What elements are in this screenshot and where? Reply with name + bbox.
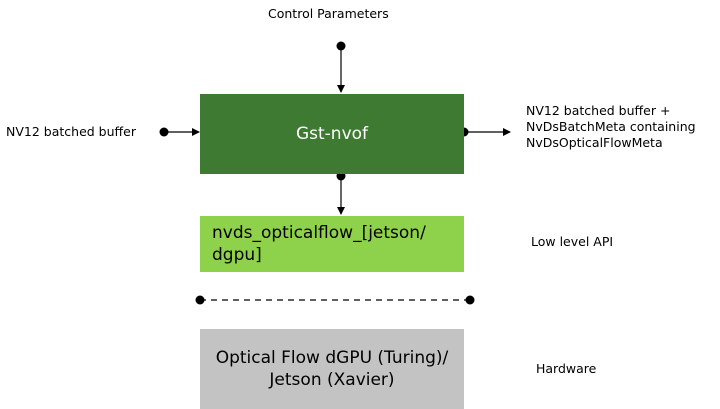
input-label: NV12 batched buffer <box>6 124 136 139</box>
low-level-api-label: Low level API <box>531 234 614 249</box>
hardware-label-line: Optical Flow dGPU (Turing)/ <box>215 348 449 368</box>
output-label-line: NV12 batched buffer + <box>526 103 671 118</box>
gst-nvof-plugin-block: Gst-nvof <box>200 94 464 174</box>
hardware-block: Optical Flow dGPU (Turing)/ Jetson (Xavi… <box>200 329 464 409</box>
nvds-opticalflow-library-block: nvds_opticalflow_[jetson/ dgpu] <box>200 216 464 272</box>
separator-left-dot <box>195 295 205 305</box>
library-label-line: nvds_opticalflow_[jetson/ <box>212 223 426 243</box>
control-parameters-label: Control Parameters <box>268 6 389 21</box>
output-label-line: NvDsBatchMeta containing <box>526 119 696 134</box>
output-label-line: NvDsOpticalFlowMeta <box>526 135 663 150</box>
control-connector-dot <box>336 41 346 51</box>
separator-right-dot <box>465 295 475 305</box>
library-label-line: dgpu] <box>212 245 262 265</box>
output-label: NV12 batched buffer + NvDsBatchMeta cont… <box>526 103 696 151</box>
gst-nvof-plugin-label: Gst-nvof <box>295 124 369 144</box>
hardware-label-line: Jetson (Xavier) <box>269 370 395 390</box>
input-connector-dot <box>159 127 169 137</box>
hardware-label: Hardware <box>536 361 597 376</box>
